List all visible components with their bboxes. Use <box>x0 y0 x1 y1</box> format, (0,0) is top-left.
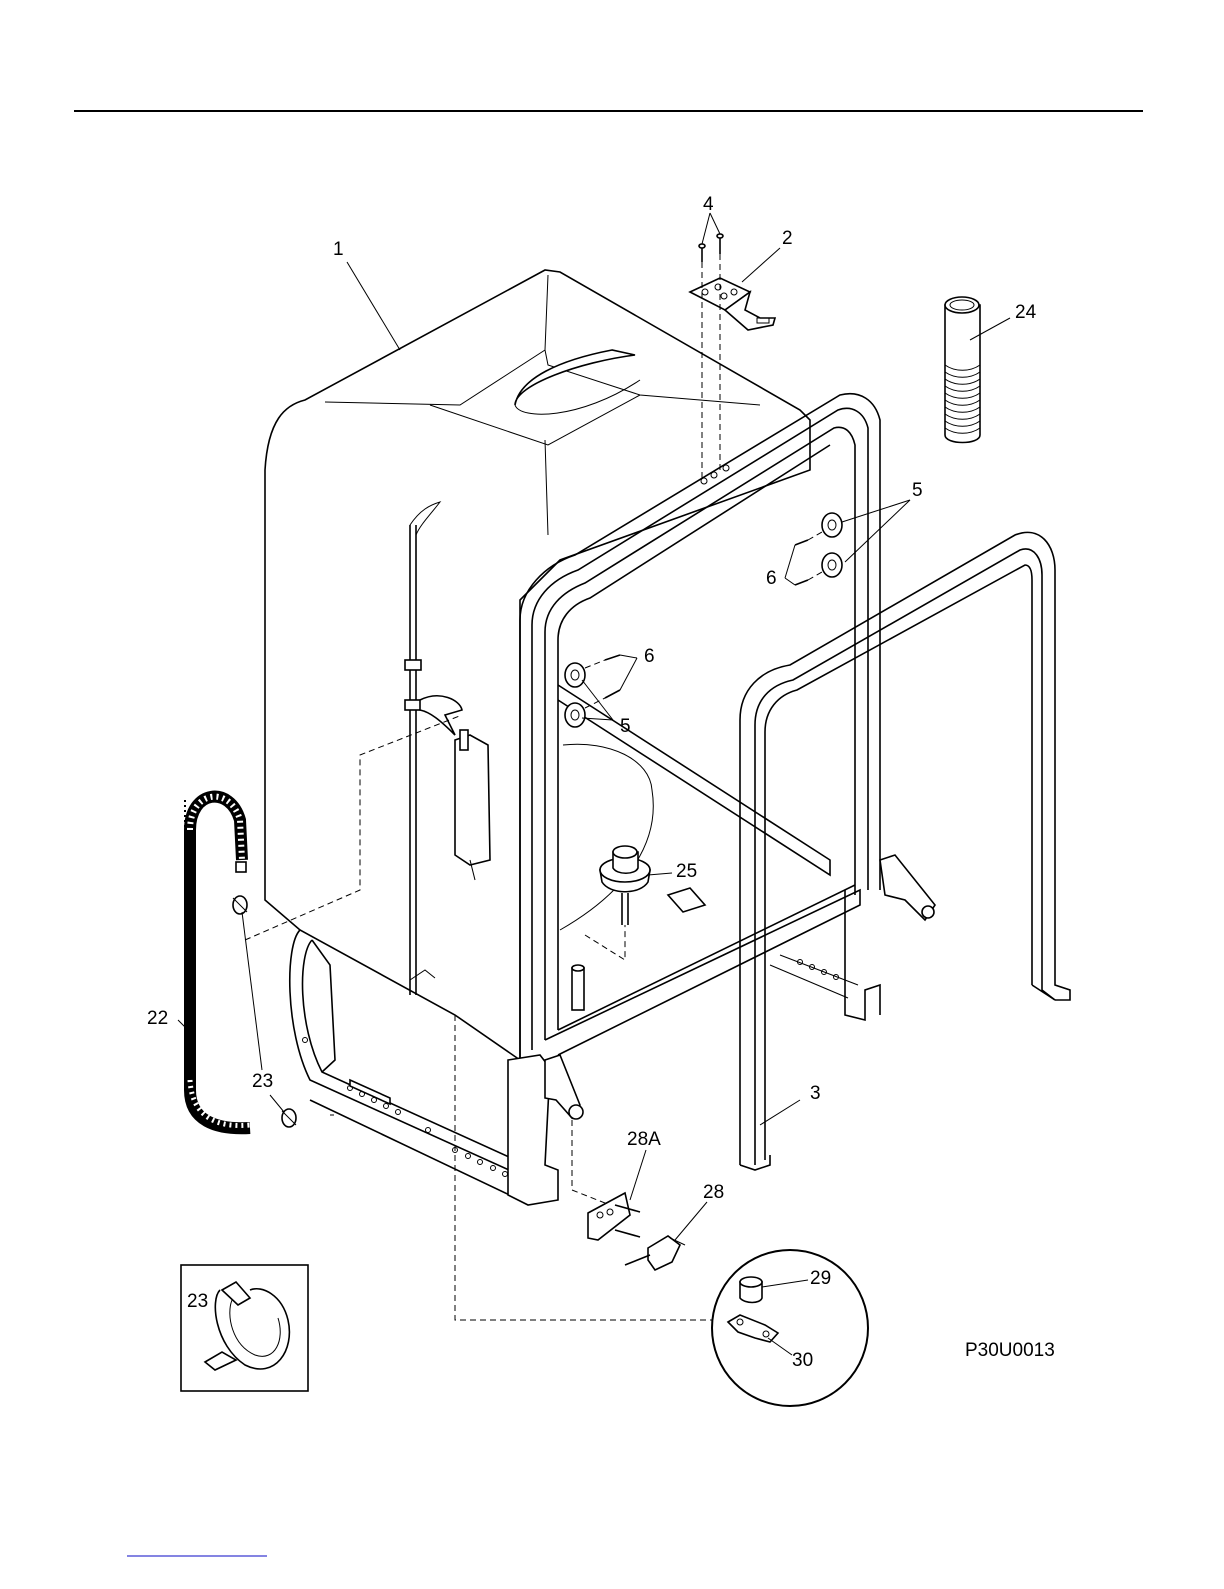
drain-hose-part-22 <box>185 797 250 1129</box>
callout-6-rear: 6 <box>766 568 777 589</box>
callout-6-front: 6 <box>644 646 655 667</box>
detail-circle-thermostat <box>712 1250 868 1406</box>
diagram-code: P30U0013 <box>965 1340 1055 1361</box>
float-switch-bracket-part-28a <box>588 1193 640 1240</box>
mounting-bracket-part-2 <box>690 278 775 330</box>
callout-1: 1 <box>333 239 344 260</box>
callout-24: 24 <box>1015 302 1037 323</box>
callout-25: 25 <box>676 861 697 882</box>
callout-2: 2 <box>782 228 793 249</box>
vent-tube-part-24 <box>945 297 980 443</box>
callout-29: 29 <box>810 1268 831 1289</box>
callout-23: 23 <box>252 1071 273 1092</box>
door-gasket-part-3 <box>740 532 1070 1170</box>
callout-4: 4 <box>703 194 714 215</box>
callout-23-inset: 23 <box>187 1291 208 1312</box>
callout-30: 30 <box>792 1350 813 1371</box>
clamp-detail-inset <box>181 1265 308 1391</box>
rack-rollers-part-5 <box>565 513 842 727</box>
float-switch-part-28 <box>625 1236 685 1270</box>
callout-5-rear: 5 <box>912 480 923 501</box>
callout-28a: 28A <box>627 1129 661 1150</box>
callout-28: 28 <box>703 1182 724 1203</box>
callout-5-front: 5 <box>620 716 631 737</box>
callout-3: 3 <box>810 1083 821 1104</box>
callout-22: 22 <box>147 1008 168 1029</box>
